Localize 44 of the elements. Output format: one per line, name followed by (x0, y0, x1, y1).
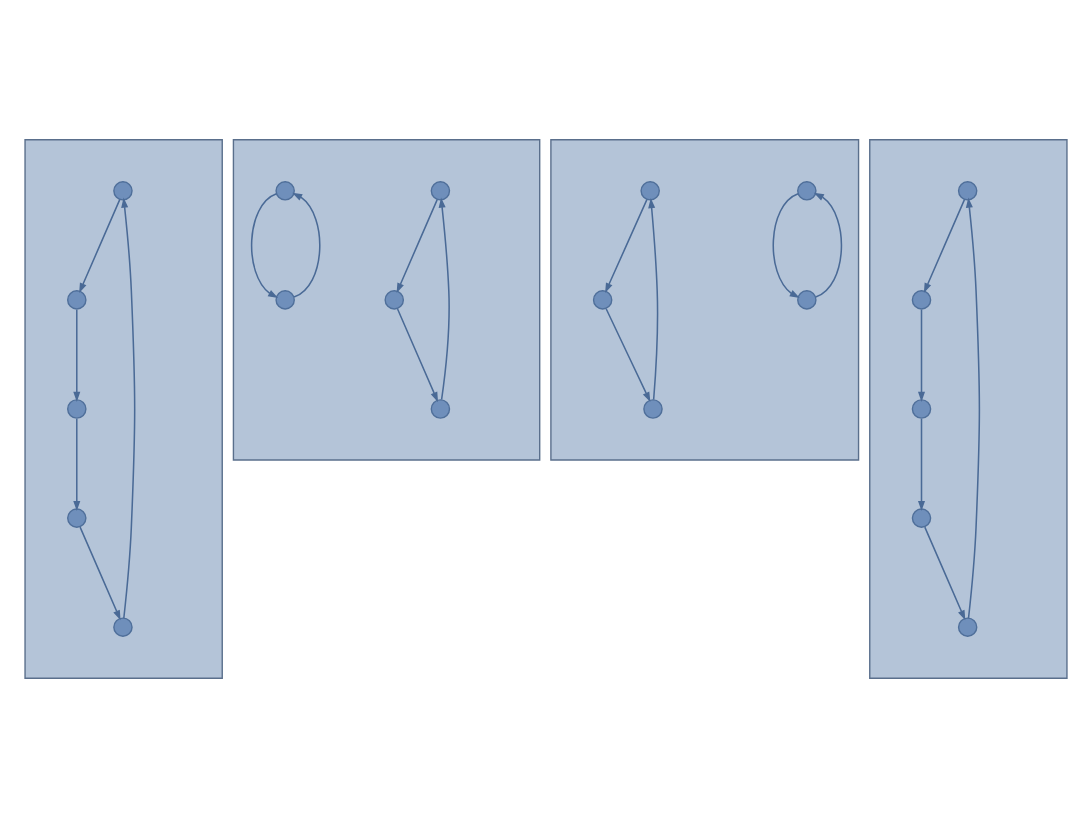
arrow (923, 198, 966, 293)
arrow (813, 192, 843, 298)
node-circle (67, 398, 87, 419)
arrow (772, 192, 800, 298)
node-circle (275, 289, 295, 310)
arrow (438, 197, 450, 400)
arrow (965, 197, 981, 619)
cluster (550, 138, 860, 461)
node-circle (911, 398, 932, 419)
arrow (917, 417, 926, 511)
node-circle (430, 398, 451, 419)
node-circle (67, 507, 87, 528)
node-circle (113, 180, 133, 201)
arrow (605, 198, 648, 293)
node-circle (957, 616, 978, 637)
node-circle (67, 289, 87, 310)
arrow (79, 525, 121, 620)
arrow (73, 417, 81, 511)
cluster (232, 138, 541, 461)
node-circle (275, 180, 295, 201)
node-circle (797, 180, 817, 201)
node-circle (797, 289, 817, 310)
arrow (917, 308, 926, 402)
arrow (250, 192, 279, 298)
node-circle (911, 289, 932, 310)
arrow (648, 197, 659, 400)
node-circle (430, 180, 451, 201)
arrow (396, 307, 439, 402)
node-circle (592, 289, 613, 310)
node-circle (640, 180, 660, 201)
arrow (292, 192, 321, 298)
node-circle (384, 289, 405, 310)
node-circle (113, 616, 133, 637)
node-circle (643, 398, 663, 419)
arrow (79, 198, 121, 293)
cluster (24, 138, 223, 679)
node-circle (911, 507, 932, 528)
arrow (605, 307, 651, 402)
node-circle (957, 180, 978, 201)
arrow (73, 308, 81, 402)
arrow (121, 197, 136, 619)
arrow (396, 198, 438, 293)
arrow (924, 525, 966, 620)
cluster (869, 138, 1068, 679)
